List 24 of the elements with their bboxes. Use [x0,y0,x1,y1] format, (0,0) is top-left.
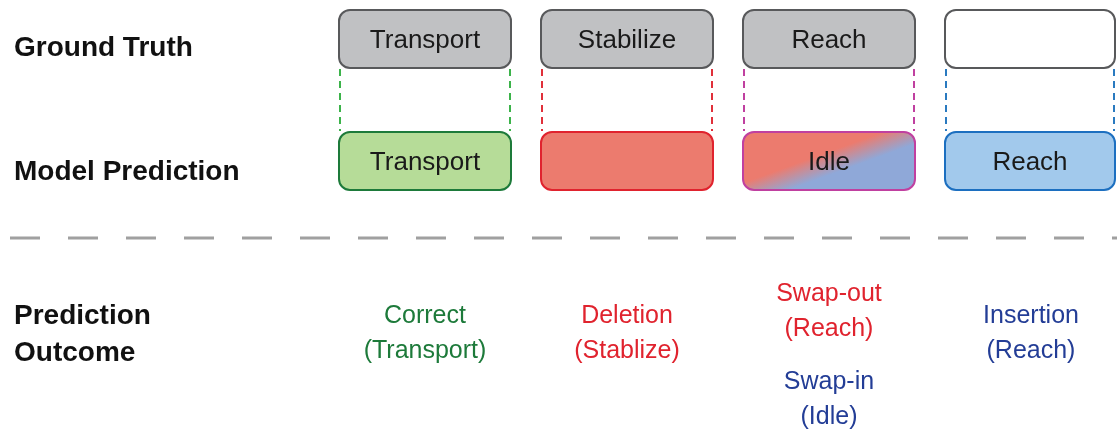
dashed-connector [509,68,511,132]
segment-box: Idle [742,131,916,191]
row-label: Prediction Outcome [14,298,152,369]
row-label: Model Prediction [14,154,240,188]
segment-box: Transport [338,131,512,191]
dashed-connector [541,68,543,132]
dashed-connector [913,68,915,132]
dashed-connector [711,68,713,132]
dashed-connector [945,68,947,132]
outcome-label: Correct (Transport) [362,299,488,365]
dashed-connector [743,68,745,132]
dashed-connector [339,68,341,132]
row-label: Ground Truth [14,30,193,64]
outcome-label: Swap-out (Reach) [775,277,883,343]
segment-box: Reach [742,9,916,69]
outcome-label: Swap-in (Idle) [782,365,876,431]
segment-box: Stabilize [540,9,714,69]
outcome-label: Insertion (Reach) [982,299,1080,365]
dashed-connector [1113,68,1115,132]
segment-box: Reach [944,131,1116,191]
empty-segment-box [540,131,714,191]
outcome-label: Deletion (Stablize) [573,299,681,365]
segment-box: Transport [338,9,512,69]
empty-segment-box [944,9,1116,69]
